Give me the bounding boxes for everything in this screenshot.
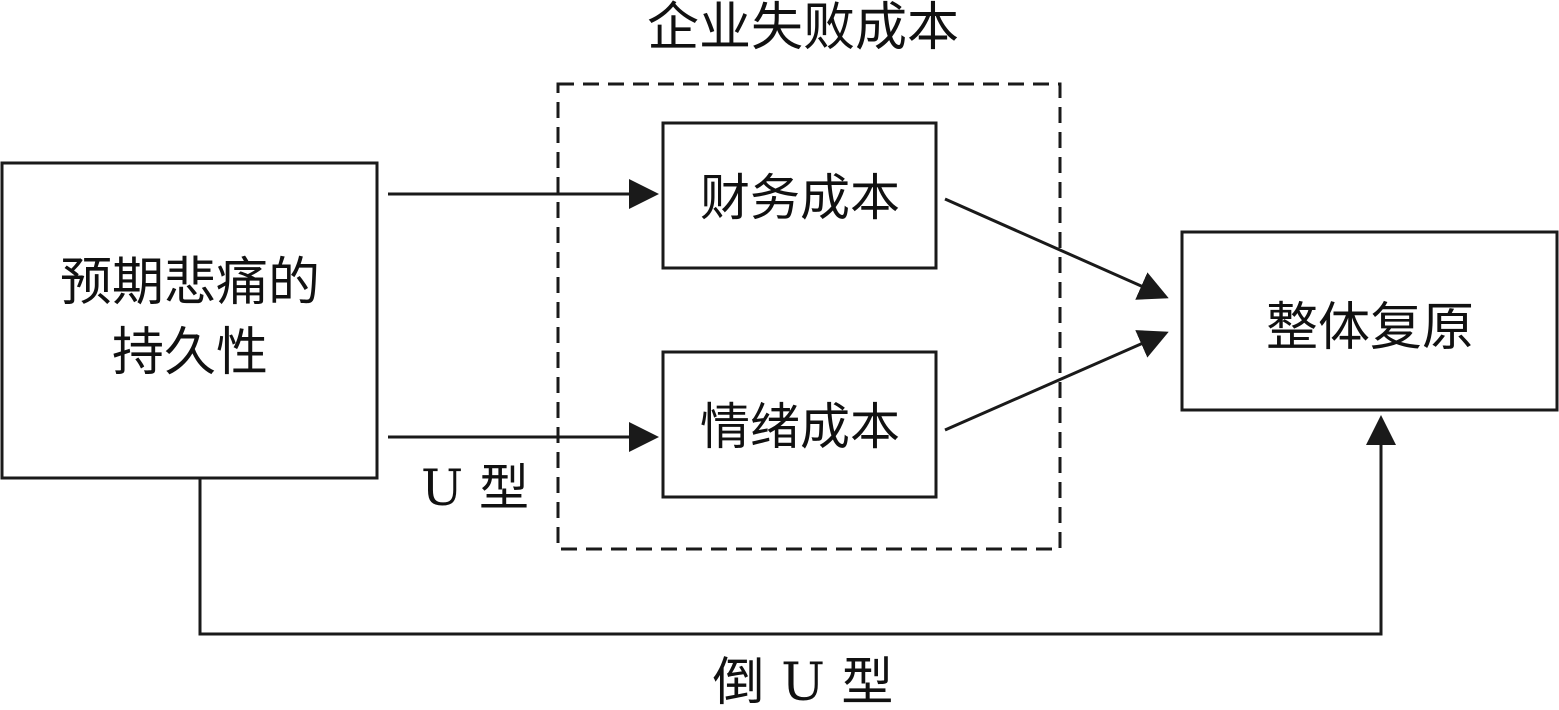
u-shape-label: U 型 [421, 459, 529, 517]
emotional-cost-box [661, 350, 938, 499]
outcome-box [1180, 230, 1559, 412]
failure-cost-group [556, 82, 1062, 551]
source-label-line1: 预期悲痛的 [60, 253, 320, 313]
financial-cost-box [661, 121, 938, 270]
financial-cost-label: 财务成本 [700, 169, 900, 227]
arrow-source-to-outcome [198, 415, 1396, 636]
source-label-line2: 持久性 [112, 323, 268, 383]
group-title: 企业失败成本 [647, 0, 959, 58]
emotional-cost-label: 情绪成本 [700, 398, 900, 456]
inverted-u-label: 倒 U 型 [713, 653, 894, 710]
outcome-label: 整体复原 [1266, 298, 1474, 358]
arrow-financial-to-outcome [944, 197, 1169, 300]
source-box [0, 161, 379, 480]
arrow-emotional-to-outcome [944, 330, 1169, 432]
